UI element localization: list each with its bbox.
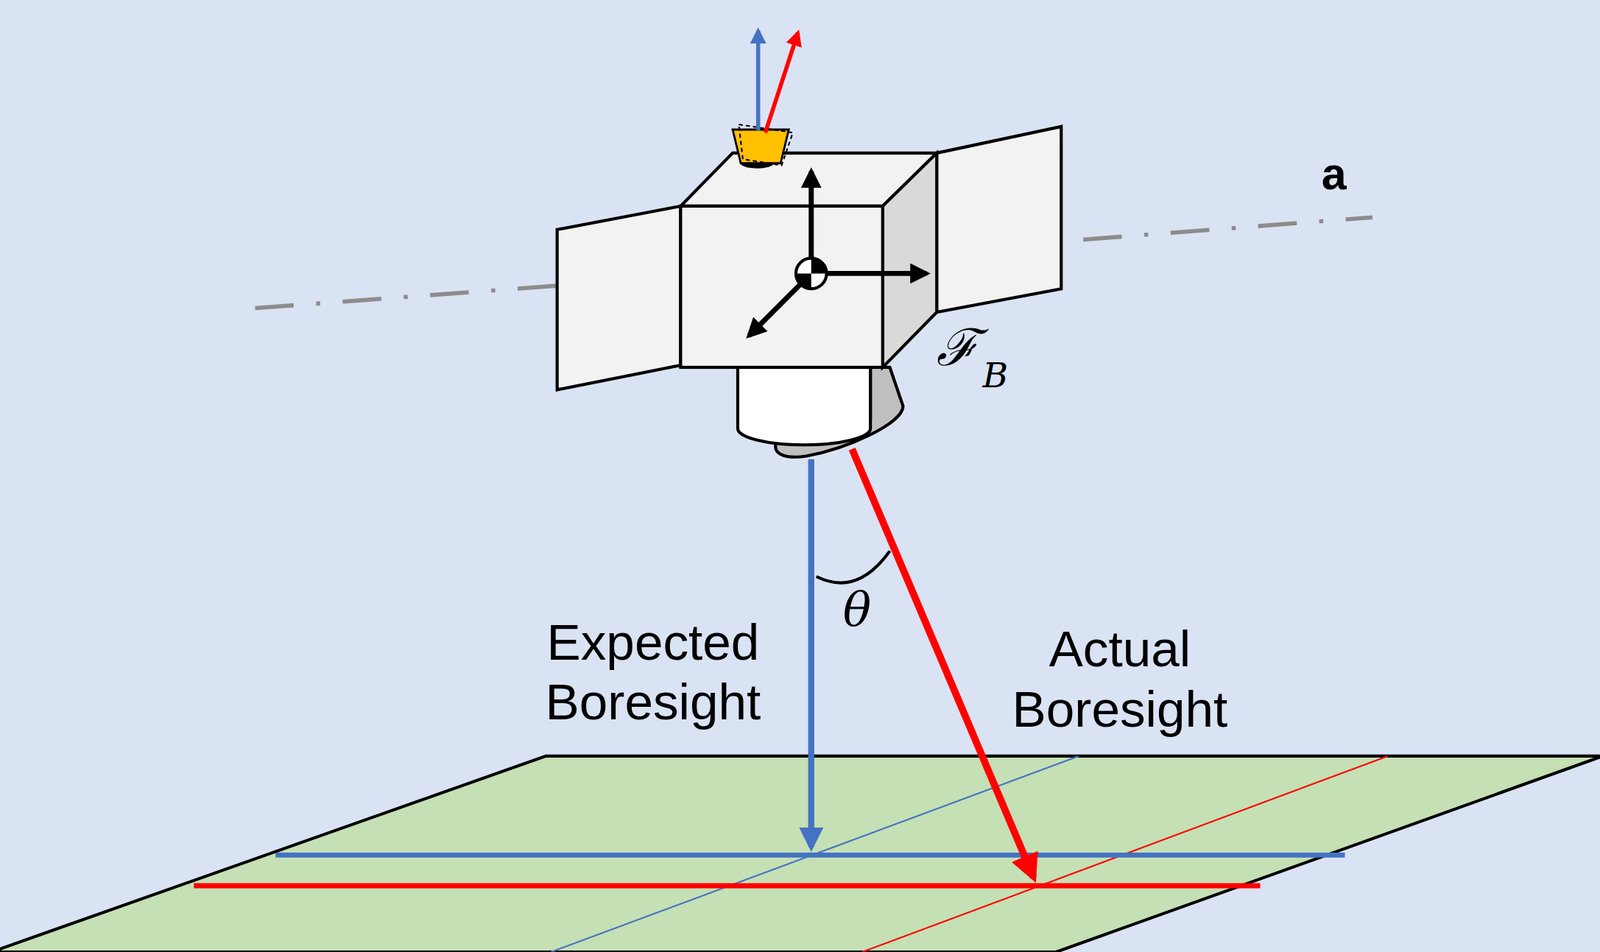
bus-side [882,153,937,368]
axis-line [254,285,557,308]
star-tracker [732,129,789,164]
angle-label: θ [843,581,872,637]
boresight-label: Actual Boresight [964,619,1277,740]
axis-label: a [1321,147,1347,202]
solar-panel [557,206,682,390]
expected-boresight [808,459,815,848]
frame-label: ℱ [936,318,979,379]
camera-body [737,367,871,445]
actual-swath [193,882,1260,888]
angle-arc [816,550,891,583]
frame-subscript: B [982,354,1009,397]
tracker-expected [756,30,761,132]
expected-swath [275,852,1345,858]
bus-front [680,206,883,368]
body-axis [811,270,928,277]
center-of-mass [795,258,827,290]
boresight-label: Expected Boresight [499,612,807,734]
ground-plane [0,756,1600,952]
center-of-mass [795,258,827,290]
tracker-actual [765,32,798,133]
actual-boresight [851,449,1034,878]
solar-panel [936,126,1062,313]
